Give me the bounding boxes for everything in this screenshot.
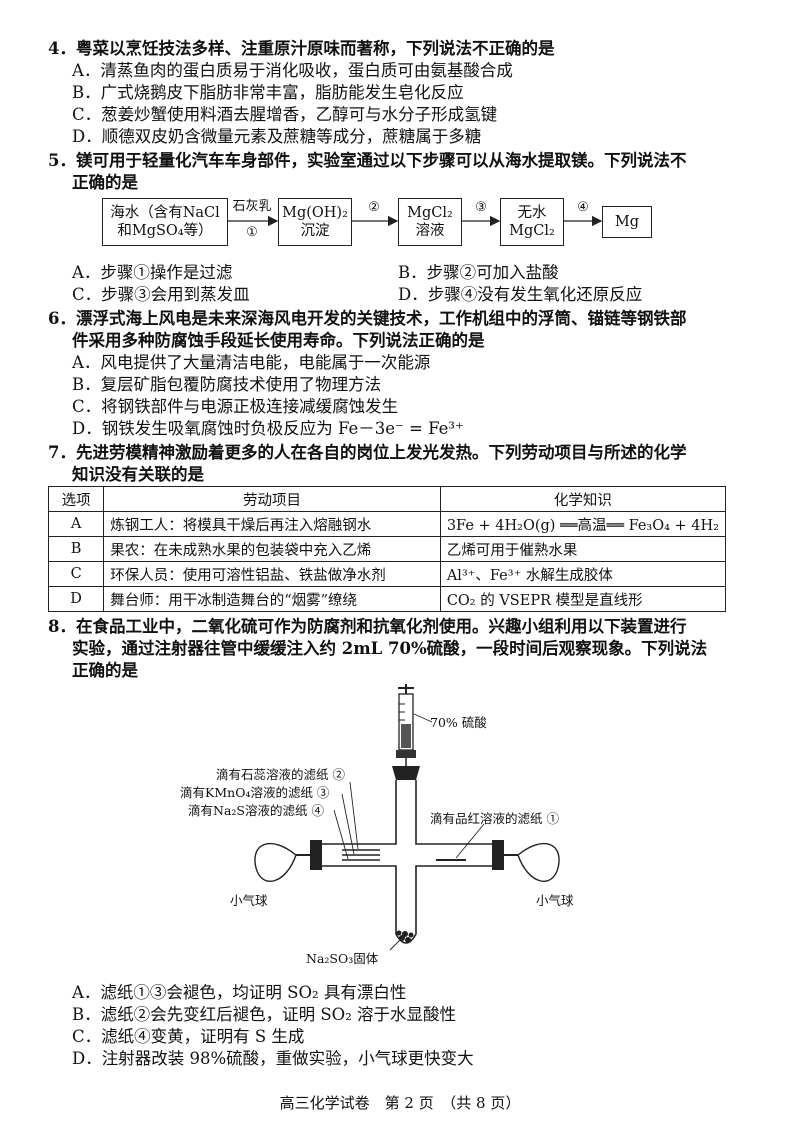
q7-row-c-labor: 环保人员：使用可溶性铝盐、铁盐做净水剂 — [103, 561, 441, 587]
q4-option-c: C．葱姜炒蟹使用料酒去腥增香，乙醇可与水分子形成氢键 — [72, 105, 498, 124]
q7-row-d-option: D — [47, 586, 105, 612]
stopper — [392, 766, 420, 780]
q5-stem-line2: 正确的是 — [72, 173, 138, 192]
q8-option-b: B．滤纸②会先变红后褪色，证明 SO₂ 溶于水显酸性 — [72, 1005, 457, 1024]
table-row: A 炼钢工人：将模具干燥后再注入熔融钢水 3Fe + 4H₂O(g) ══高温═… — [47, 511, 727, 537]
left-stopper — [310, 840, 322, 870]
q7-row-b-labor: 果农：在未成熟水果的包装袋中充入乙烯 — [103, 536, 441, 562]
q8-option-a: A．滤纸①③会褪色，均证明 SO₂ 具有漂白性 — [72, 983, 407, 1002]
page-footer: 高三化学试卷 第 2 页 （共 8 页） — [279, 1094, 521, 1112]
flow-box-seawater-line2: 和MgSO₄等） — [117, 223, 213, 239]
label-paper-1: 滴有品红溶液的滤纸 ① — [430, 811, 559, 826]
label-sulfuric-acid: 70% 硫酸 — [430, 715, 487, 730]
flow-box-mgcl2-solution: MgCl₂ 溶液 — [398, 198, 462, 246]
label-balloon-right: 小气球 — [536, 893, 574, 908]
flow-box-anhydrous-mgcl2: 无水 MgCl₂ — [500, 198, 564, 246]
cross-tube — [319, 780, 495, 944]
flow-box-seawater: 海水（含有NaCl 和MgSO₄等） — [102, 198, 228, 246]
q7-header-labor: 劳动项目 — [103, 486, 441, 512]
table-row: D 舞台师：用干冰制造舞台的“烟雾”缭绕 CO₂ 的 VSEPR 模型是直线形 — [47, 586, 727, 612]
left-balloon — [254, 843, 297, 882]
table-row: B 果农：在未成熟水果的包装袋中充入乙烯 乙烯可用于催熟水果 — [47, 536, 727, 562]
q4-stem: 4．粤菜以烹饪技法多样、注重原汁原味而著称，下列说法不正确的是 — [48, 39, 555, 58]
q7-row-b-option: B — [47, 536, 105, 562]
right-stopper — [492, 840, 504, 870]
q8-stem-line2: 实验，通过注射器往管中缓缓注入约 2mL 70%硫酸，一段时间后观察现象。下列说… — [72, 639, 708, 658]
q7-table: 选项 劳动项目 化学知识 A 炼钢工人：将模具干燥后再注入熔融钢水 3Fe + … — [47, 486, 727, 612]
q6-option-a: A．风电提供了大量清洁电能，电能属于一次能源 — [72, 353, 431, 372]
q8-apparatus-diagram: 70% 硫酸 滴有石蕊溶液的滤纸 ② 滴有KMnO₄溶液的滤纸 ③ 滴有Na₂S… — [180, 684, 610, 974]
flow-box-mgoh2: Mg(OH)₂ 沉淀 — [278, 198, 352, 246]
q7-row-c-option: C — [47, 561, 105, 587]
q8-stem-line1: 8．在食品工业中，二氧化硫可作为防腐剂和抗氧化剂使用。兴趣小组利用以下装置进行 — [48, 617, 687, 636]
right-balloon — [517, 843, 560, 882]
flow-arrow2-top: ② — [368, 200, 380, 215]
q7-row-d-chem: CO₂ 的 VSEPR 模型是直线形 — [439, 586, 727, 612]
q7-row-c-chem: Al³⁺、Fe³⁺ 水解生成胶体 — [439, 561, 727, 587]
q7-stem-line1: 7．先进劳模精神激励着更多的人在各自的岗位上发光发热。下列劳动项目与所述的化学 — [48, 443, 687, 462]
q8-option-d: D．注射器改装 98%硫酸，重做实验，小气球更快变大 — [72, 1049, 474, 1068]
q7-row-a-option: A — [47, 511, 105, 537]
q8-stem-line3: 正确的是 — [72, 661, 138, 680]
q6-option-c: C．将钢铁部件与电源正极连接减缓腐蚀发生 — [72, 397, 399, 416]
q7-table-header: 选项 劳动项目 化学知识 — [47, 486, 727, 512]
q5-flowchart: 海水（含有NaCl 和MgSO₄等） 石灰乳 ① Mg(OH)₂ 沉淀 ② Mg… — [98, 196, 678, 252]
q7-stem-line2: 知识没有关联的是 — [72, 465, 204, 484]
label-balloon-left: 小气球 — [230, 893, 268, 908]
flow-box-mgcl2-solution-line2: 溶液 — [415, 223, 445, 239]
flow-box-mg-label: Mg — [614, 214, 640, 230]
q5-option-d: D．步骤④没有发生氧化还原反应 — [398, 285, 643, 304]
q7-header-chem: 化学知识 — [439, 486, 727, 512]
flow-arrow4-top: ④ — [577, 200, 589, 215]
flow-arrows — [228, 215, 603, 227]
label-paper-2: 滴有石蕊溶液的滤纸 ② — [216, 767, 345, 782]
q6-stem-line1: 6．漂浮式海上风电是未来深海风电开发的关键技术，工作机组中的浮筒、锚链等钢铁部 — [48, 309, 687, 328]
q7-row-a-labor: 炼钢工人：将模具干燥后再注入熔融钢水 — [103, 511, 441, 537]
q5-option-c: C．步骤③会用到蒸发皿 — [72, 285, 250, 304]
q5-option-a: A．步骤①操作是过滤 — [72, 263, 233, 282]
flow-box-mgoh2-line2: 沉淀 — [300, 223, 330, 239]
flow-box-mgoh2-line1: Mg(OH)₂ — [282, 205, 348, 221]
q6-stem-line2: 件采用多种防腐蚀手段延长使用寿命。下列说法正确的是 — [72, 331, 485, 350]
flow-box-mg: Mg — [602, 206, 652, 238]
label-na2so3-solid: Na₂SO₃固体 — [306, 951, 379, 966]
q6-option-b: B．复层矿脂包覆防腐技术使用了物理方法 — [72, 375, 382, 394]
q7-row-d-labor: 舞台师：用干冰制造舞台的“烟雾”缭绕 — [103, 586, 441, 612]
flow-arrow1-bottom: ① — [246, 225, 258, 240]
q7-row-b-chem: 乙烯可用于催熟水果 — [439, 536, 727, 562]
q5-stem-line1: 5．镁可用于轻量化汽车车身部件，实验室通过以下步骤可以从海水提取镁。下列说法不 — [48, 151, 687, 170]
flow-box-seawater-line1: 海水（含有NaCl — [110, 205, 220, 221]
label-paper-3: 滴有KMnO₄溶液的滤纸 ③ — [180, 785, 330, 800]
flow-box-mgcl2-solution-line1: MgCl₂ — [407, 205, 453, 221]
label-paper-4: 滴有Na₂S溶液的滤纸 ④ — [188, 803, 324, 818]
q4-option-d: D．顺德双皮奶含微量元素及蔗糖等成分，蔗糖属于多糖 — [72, 127, 482, 146]
q4-option-a: A．清蒸鱼肉的蛋白质易于消化吸收，蛋白质可由氨基酸合成 — [72, 61, 513, 80]
q7-header-option: 选项 — [47, 486, 105, 512]
q5-option-b: B．步骤②可加入盐酸 — [398, 263, 559, 282]
flow-box-anhydrous-mgcl2-line1: 无水 — [517, 205, 547, 221]
apparatus-drawing — [254, 684, 560, 951]
table-row: C 环保人员：使用可溶性铝盐、铁盐做净水剂 Al³⁺、Fe³⁺ 水解生成胶体 — [47, 561, 727, 587]
q4-option-b: B．广式烧鹅皮下脂肪非常丰富，脂肪能发生皂化反应 — [72, 83, 464, 102]
flow-arrow1-top: 石灰乳 — [232, 199, 272, 214]
syringe — [396, 684, 416, 772]
q6-option-d: D．钢铁发生吸氧腐蚀时负极反应为 Fe－3e⁻ = Fe³⁺ — [72, 419, 464, 438]
q8-option-c: C．滤纸④变黄，证明有 S 生成 — [72, 1027, 305, 1046]
flow-arrow3-top: ③ — [475, 200, 487, 215]
flow-box-anhydrous-mgcl2-line2: MgCl₂ — [509, 223, 555, 239]
q7-row-a-chem: 3Fe + 4H₂O(g) ══高温══ Fe₃O₄ + 4H₂ — [439, 511, 727, 537]
